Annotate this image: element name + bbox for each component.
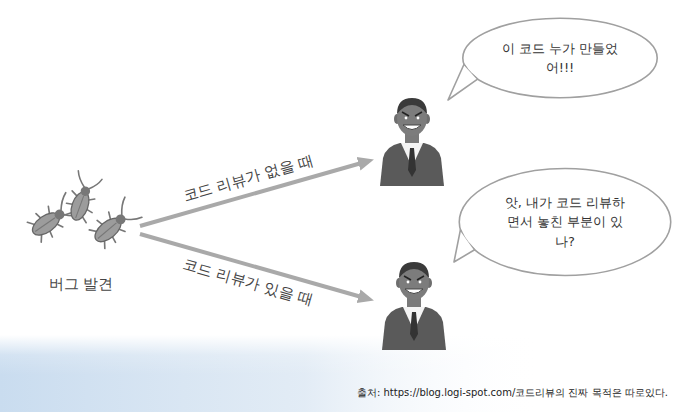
- man-figure: [380, 98, 444, 186]
- bubble-outline: [372, 166, 672, 350]
- bubble-outline: [463, 18, 657, 97]
- bubble-outline: [459, 168, 670, 275]
- edge-label: 코드 리뷰가 있을 때: [179, 255, 317, 310]
- man-figure: [380, 98, 444, 186]
- bubble-text: 이 코드 누가 만들었어!!!: [500, 39, 620, 78]
- bug-illustration: [87, 197, 143, 251]
- text-holder: 이 코드 누가 만들었어!!!: [500, 39, 620, 78]
- man-figure: [382, 262, 446, 350]
- speech-bubble: 이 코드 누가 만들었어!!!: [372, 4, 672, 190]
- node-label: 버그 발견: [22, 273, 140, 296]
- speech-bubble: 앗, 내가 코드 리뷰하면서 놓친 부분이 있나?: [372, 166, 672, 350]
- edge-label: 코드 리뷰가 없을 때: [179, 150, 317, 205]
- bottom-band: [0, 335, 678, 412]
- bubble-outline: [372, 4, 672, 190]
- bubble-fill: [464, 20, 655, 96]
- bug-illustration: [62, 171, 104, 225]
- bottom-band: [0, 335, 678, 412]
- man-figure: [382, 262, 446, 350]
- bubble-fill: [461, 170, 669, 274]
- bug-illustration: [25, 171, 143, 251]
- source-caption: 출처: https://blog.logi-spot.com/코드리뷰의 진짜 …: [357, 386, 668, 400]
- bubble-text: 앗, 내가 코드 리뷰하면서 놓친 부분이 있나?: [499, 193, 631, 252]
- text-holder: 버그 발견: [22, 273, 140, 296]
- bottom-band: [0, 335, 678, 375]
- bug-group: 버그 발견: [22, 190, 140, 294]
- text-holder: 앗, 내가 코드 리뷰하면서 놓친 부분이 있나?: [499, 193, 631, 252]
